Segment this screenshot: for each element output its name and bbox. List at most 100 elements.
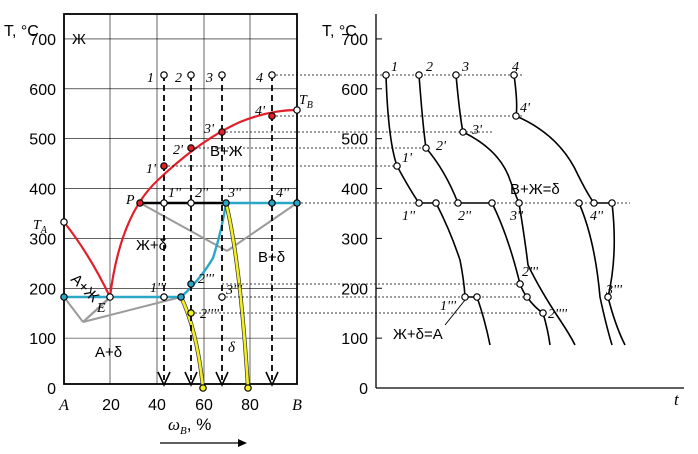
- point-4a: [268, 112, 276, 120]
- right-ticks: [376, 38, 382, 339]
- cooling-point: [590, 199, 598, 207]
- point-e: [106, 293, 114, 301]
- curve-label-1: 1: [391, 60, 398, 75]
- label-1: 1: [147, 71, 154, 86]
- right-curve-labels: 1 2 3 4 1' 2' 3' 4' 1'' 2'' 3'' 4'' 1'''…: [391, 60, 623, 322]
- cooling-point: [461, 293, 469, 301]
- left-x-axis-label: ωB, %: [168, 415, 211, 437]
- label-2b: 2'': [195, 186, 209, 201]
- curve-label-4a: 4': [520, 101, 531, 116]
- point-3b: [222, 199, 230, 207]
- cooling-point: [512, 112, 520, 120]
- cooling-point: [432, 199, 440, 207]
- point-3: [218, 71, 226, 79]
- point-a-eutectic: [60, 293, 68, 301]
- left-points: [60, 71, 301, 392]
- point-1: [160, 71, 168, 79]
- cooling-point: [422, 144, 430, 152]
- label-1a: 1': [146, 162, 157, 177]
- right-y-tick: 600: [341, 82, 368, 99]
- eutectic-pointer: [444, 299, 466, 326]
- left-x-tick: 40: [148, 397, 166, 414]
- cooling-point: [452, 71, 460, 79]
- cooling-point: [415, 199, 423, 207]
- label-3: 3: [205, 71, 213, 86]
- cooling-point: [488, 199, 496, 207]
- gray-line-e: [82, 296, 112, 323]
- right-y-axis-label: T, °C: [322, 23, 357, 40]
- left-y-tick: 300: [29, 231, 56, 248]
- left-grid: [64, 14, 297, 384]
- curve-label-1b: 1'': [402, 209, 416, 224]
- point-tb: [293, 106, 301, 114]
- left-y-axis-label: T, °C: [4, 23, 39, 40]
- cooling-lines: [163, 75, 273, 380]
- right-y-tick: 100: [341, 331, 368, 348]
- left-x-tick: 80: [241, 397, 259, 414]
- liquidus-a-branch: [63, 221, 111, 298]
- region-liquid-plus-delta: Ж+δ: [136, 237, 167, 254]
- arrow-heads: [157, 371, 279, 387]
- gray-line-p: [139, 202, 228, 252]
- right-y-tick: 400: [341, 182, 368, 199]
- label-ta: TA: [33, 218, 48, 236]
- cooling-curve-4b: [578, 202, 613, 346]
- cooling-point: [454, 199, 462, 207]
- point-2b: [187, 199, 195, 207]
- solvus-curves: [179, 202, 250, 389]
- right-y-tick: 0: [359, 381, 368, 398]
- point-2a: [187, 144, 195, 152]
- cooling-point: [523, 293, 531, 301]
- curve-label-2a: 2': [436, 139, 447, 154]
- right-y-tick: 700: [341, 32, 368, 49]
- point-solvus-left-end: [199, 384, 207, 392]
- cooling-point: [382, 71, 390, 79]
- cooling-point: [473, 293, 481, 301]
- point-ta: [60, 218, 68, 226]
- curve-label-1a: 1': [402, 151, 413, 166]
- left-y-tick: 0: [47, 381, 56, 398]
- region-b-plus-delta: В+δ: [258, 249, 285, 266]
- cooling-point: [604, 293, 612, 301]
- point-solvus-right-end: [244, 384, 252, 392]
- a-phase-boundary: [63, 296, 84, 323]
- annotation-eutectic: Ж+δ=А: [393, 326, 443, 343]
- point-1c-eutectic: [177, 293, 185, 301]
- left-point-labels: TA TB P E 1 2 3 4 1' 2' 3' 4' 1'' 2'' 3'…: [33, 71, 313, 322]
- point-3a: [218, 128, 226, 136]
- arrow-head-3: [215, 371, 229, 387]
- point-2c: [187, 280, 195, 288]
- label-3a: 3': [203, 122, 215, 137]
- left-frame: [63, 13, 298, 385]
- cooling-point: [393, 162, 401, 170]
- label-2a: 2': [173, 143, 184, 158]
- cooling-point: [516, 280, 524, 288]
- left-y-tick: 700: [29, 32, 56, 49]
- left-y-tick: 400: [29, 182, 56, 199]
- left-x-tick: 20: [102, 397, 120, 414]
- region-liquid: Ж: [72, 31, 86, 48]
- right-points: [382, 71, 616, 317]
- label-4a: 4': [255, 104, 266, 119]
- curve-label-4b: 4'': [590, 209, 604, 224]
- point-1a: [160, 162, 168, 170]
- point-4: [268, 71, 276, 79]
- right-x-axis-label: t: [674, 390, 680, 409]
- point-p: [136, 199, 144, 207]
- curve-label-3c: 3''': [605, 283, 623, 298]
- left-y-tick: 200: [29, 281, 56, 298]
- cooling-point: [539, 309, 547, 317]
- right-y-tick: 200: [341, 281, 368, 298]
- label-3b: 3'': [227, 186, 242, 201]
- right-axes: [375, 14, 684, 389]
- curve-label-2c: 2''': [522, 265, 539, 280]
- left-x-tick: 60: [195, 397, 213, 414]
- point-3c: [218, 293, 226, 301]
